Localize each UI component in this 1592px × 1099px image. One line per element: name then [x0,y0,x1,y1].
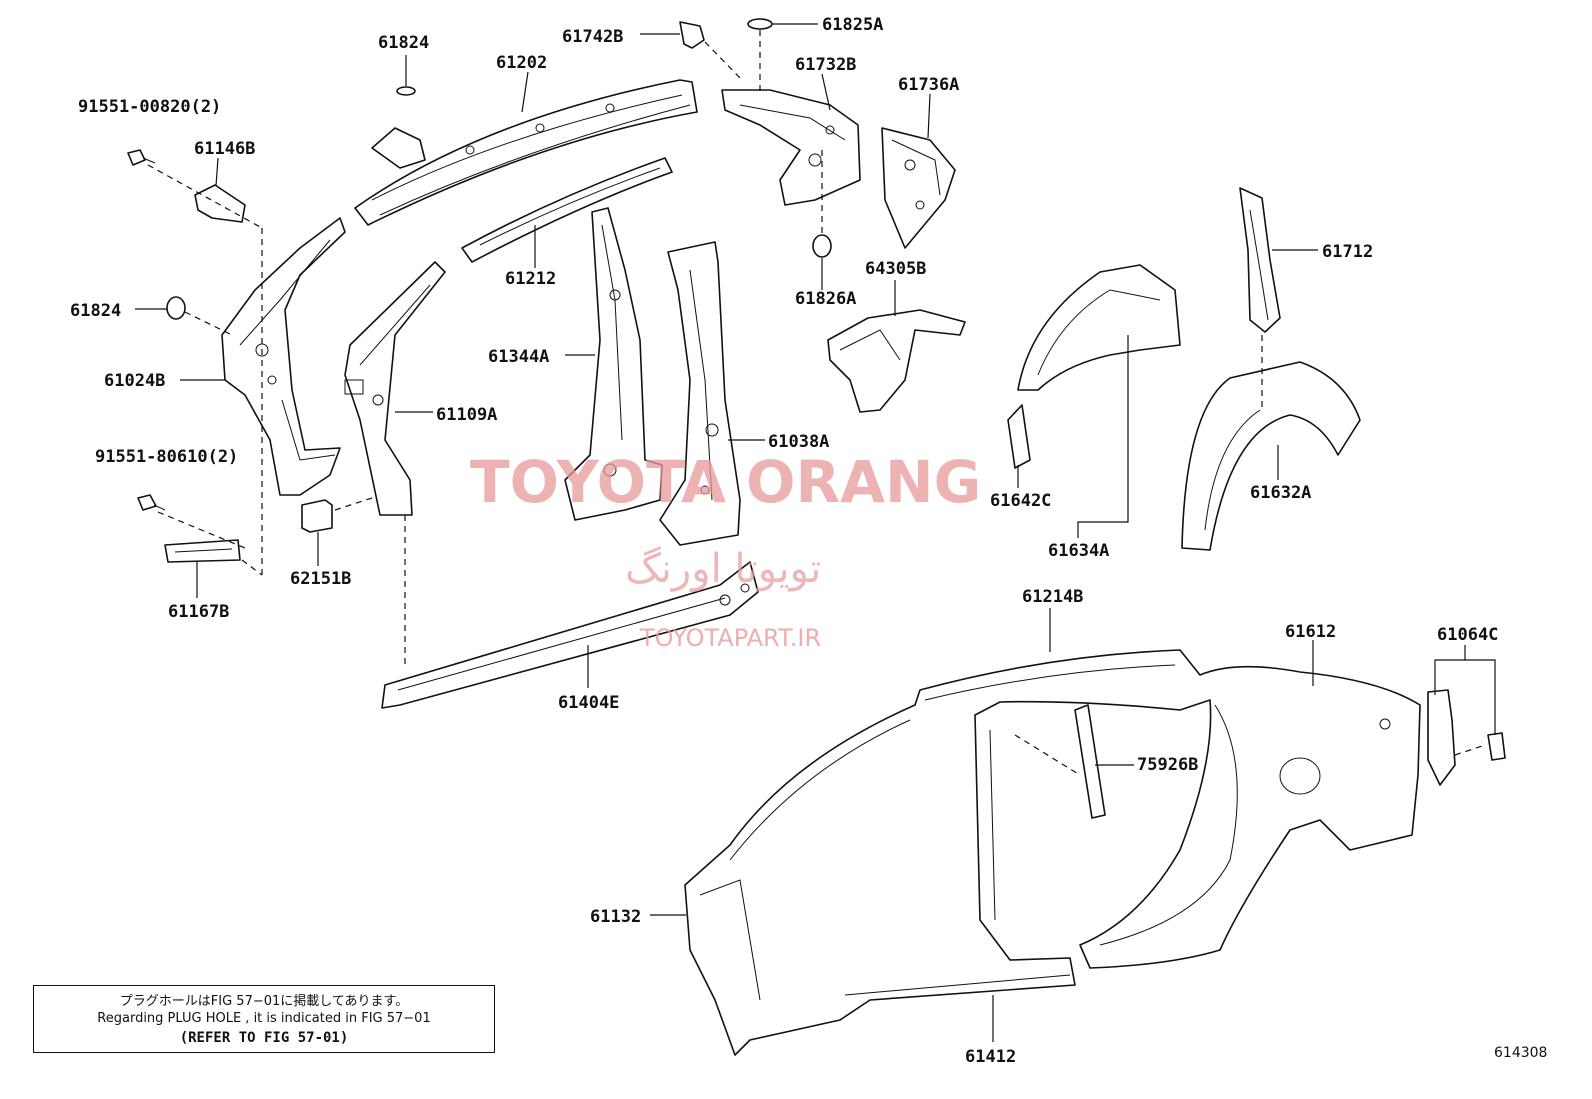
label-75926B: 75926B [1137,755,1198,775]
figure-code: 614308 [1494,1045,1548,1061]
label-61024B: 61024B [104,371,165,391]
watermark-brand-fa: تویوتا اورنگ [625,546,821,592]
part-61404E-rocker [381,561,759,709]
part-61634A-wheelhouse-outer [1017,264,1181,391]
note-line-japanese: プラグホールはFIG 57−01に掲載してあります。 [119,994,409,1009]
label-61146B: 61146B [194,139,255,159]
label-61404E: 61404E [558,693,619,713]
label-61736A: 61736A [898,75,959,95]
part-61109A-pillar-inner [344,261,446,516]
part-61212-roof-inner [461,157,673,263]
part-61632A-wheelhouse-inner [1181,361,1361,551]
part-61202-roof-rail [354,79,698,226]
label-61824-left: 61824 [70,301,121,321]
part-61825A-plug [747,18,773,30]
part-61826A-plug [812,234,832,258]
part-61038A-b-pillar-reinf [659,241,741,546]
watermark-brand: TOYOTA ORANG [470,448,981,516]
part-62151B-pad [301,499,333,533]
label-61202: 61202 [496,53,547,73]
part-61344A-b-pillar-inner [564,207,663,521]
part-61064C-bracket [1427,689,1506,786]
part-91551-00820-bolt [127,149,156,166]
label-61214B: 61214B [1022,587,1083,607]
label-61132: 61132 [590,907,641,927]
label-61742B: 61742B [562,27,623,47]
part-61742B-bracket [679,21,705,49]
part-61167B-bracket [164,539,241,563]
label-91551-80610: 91551-80610(2) [95,447,238,467]
watermark: TOYOTA ORANG تویوتا اورنگ TOYOTAPART.IR [470,448,981,652]
label-61038A: 61038A [768,432,829,452]
label-61642C: 61642C [990,491,1051,511]
label-61167B: 61167B [168,602,229,622]
part-labels: 61824 61202 61742B 61825A 61732B 61736A … [70,15,1498,1067]
part-body-side-outer [684,649,1421,1056]
part-61824-bracket-top [371,86,426,169]
label-61064C: 61064C [1437,625,1498,645]
part-91551-80610-bolt [137,494,166,511]
label-61612: 61612 [1285,622,1336,642]
part-61642C-extension [1007,404,1031,469]
label-61712: 61712 [1322,242,1373,262]
label-61634A: 61634A [1048,541,1109,561]
label-61732B: 61732B [795,55,856,75]
part-61732B-panel [721,89,861,206]
label-61824-top: 61824 [378,33,429,53]
part-64305B-bracket [827,309,966,413]
part-61146B-bracket [194,184,246,223]
label-61825A: 61825A [822,15,883,35]
label-61344A: 61344A [488,347,549,367]
part-75926B-strip [1074,704,1106,819]
label-64305B: 64305B [865,259,926,279]
note-line-english: Regarding PLUG HOLE , it is indicated in… [97,1011,431,1026]
part-61736A-gusset [881,127,956,249]
label-62151B: 62151B [290,569,351,589]
note-line-reference: (REFER TO FIG 57-01) [179,1030,349,1046]
label-61826A: 61826A [795,289,856,309]
label-61212: 61212 [505,269,556,289]
label-61632A: 61632A [1250,483,1311,503]
watermark-url: TOYOTAPART.IR [639,624,821,652]
label-61412: 61412 [965,1047,1016,1067]
label-91551-00820: 91551-00820(2) [78,97,221,117]
part-61824-plug-left [166,296,186,320]
label-61109A: 61109A [436,405,497,425]
part-61712-quarter-reinf [1239,187,1281,333]
plug-hole-note: プラグホールはFIG 57−01に掲載してあります。 Regarding PLU… [33,985,495,1053]
part-61024B-front-pillar [221,217,346,496]
leader-lines [135,23,1496,1042]
